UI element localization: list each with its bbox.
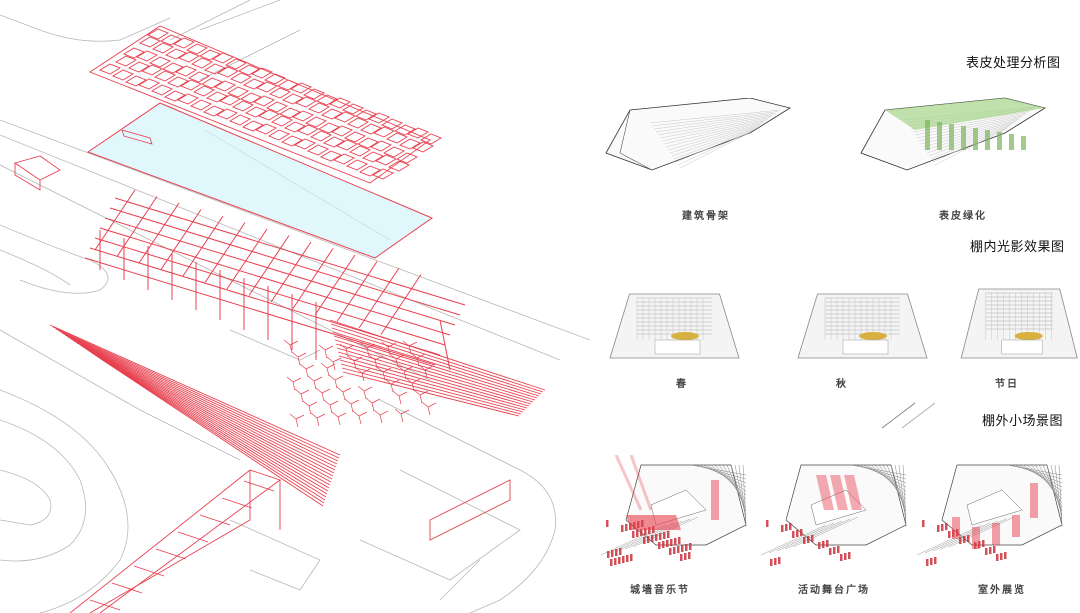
exploded-axonometric-drawing bbox=[0, 0, 590, 613]
skin-analysis-title: 表皮处理分析图 bbox=[966, 56, 1061, 71]
glass-roof-plane bbox=[86, 102, 434, 259]
spring-light-thumbnail bbox=[592, 290, 742, 360]
building-skeleton-thumbnail bbox=[600, 98, 800, 188]
caption-festival: 节日 bbox=[995, 379, 1019, 390]
caption-autumn: 秋 bbox=[836, 379, 848, 390]
light-effect-title: 棚内光影效果图 bbox=[970, 240, 1065, 255]
outdoor-exhibition-thumbnail bbox=[912, 455, 1072, 570]
site-context-lines bbox=[0, 0, 590, 613]
outdoor-scenes-title: 棚外小场景图 bbox=[982, 414, 1064, 429]
city-wall-music-festival-thumbnail bbox=[596, 455, 756, 570]
caption-activity-stage-plaza: 活动舞台广场 bbox=[798, 585, 870, 596]
caption-city-wall-music-festival: 城墙音乐节 bbox=[630, 585, 690, 596]
decorative-strokes bbox=[881, 402, 936, 429]
elevated-walkway bbox=[13, 155, 511, 613]
caption-skin-greenery: 表皮绿化 bbox=[939, 211, 987, 222]
timber-grid-frame bbox=[84, 189, 466, 371]
caption-spring: 春 bbox=[676, 379, 688, 390]
axonometric-svg bbox=[0, 0, 590, 613]
festival-light-thumbnail bbox=[945, 285, 1080, 360]
skin-greenery-thumbnail bbox=[855, 95, 1055, 185]
activity-stage-plaza-thumbnail bbox=[756, 455, 916, 570]
branching-column-cluster bbox=[283, 339, 437, 428]
caption-outdoor-exhibition: 室外展览 bbox=[978, 585, 1026, 596]
autumn-light-thumbnail bbox=[780, 290, 930, 360]
stepped-seating-slats bbox=[49, 319, 546, 507]
caption-building-skeleton: 建筑骨架 bbox=[682, 211, 730, 222]
roof-skin-panels bbox=[89, 25, 443, 184]
